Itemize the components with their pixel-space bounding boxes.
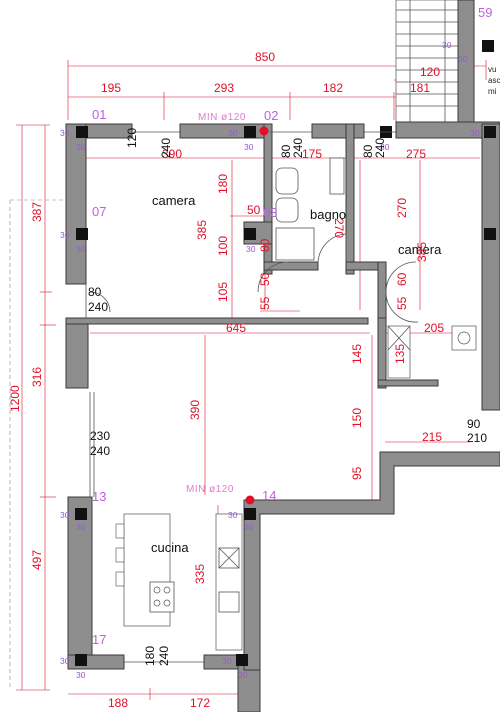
wall-tag: 30 [60, 128, 70, 138]
dim-645: 645 [226, 321, 246, 335]
pillar-02: 02 [264, 108, 278, 123]
min-diameter-label-mid: MIN ø120 [186, 484, 234, 495]
opening-4-height: 240 [88, 300, 108, 314]
dim-80: 80 [258, 238, 272, 252]
wall-tag: 30 [228, 510, 238, 520]
opening-6-width: 90 [467, 417, 481, 431]
dim-bottom-172: 172 [190, 696, 210, 710]
pillar-14: 14 [262, 488, 276, 503]
room-label-bagno: bagno [310, 207, 346, 222]
dim-390-mid: 390 [188, 400, 202, 420]
dim-270-right: 270 [395, 198, 409, 218]
wall-tag: 30 [238, 670, 248, 680]
opening-6-height: 210 [467, 431, 487, 445]
opening-3-width: 80 [361, 144, 375, 158]
dim-left-387: 387 [30, 202, 44, 222]
dim-top-181: 181 [410, 81, 430, 95]
opening-1-height: 240 [159, 138, 173, 158]
pillar-59: 59 [478, 5, 492, 20]
dim-50-upper: 50 [247, 203, 261, 217]
dim-top-195: 195 [101, 81, 121, 95]
room-label-cucina: cucina [151, 540, 189, 555]
walls [65, 121, 500, 712]
opening-1-width: 120 [125, 128, 139, 148]
dim-135: 135 [393, 344, 407, 364]
wall-tag: 30 [246, 244, 256, 254]
dim-175: 175 [302, 147, 322, 161]
dim-385-right: 385 [415, 242, 429, 262]
dim-top-293: 293 [214, 81, 234, 95]
dim-150: 150 [350, 408, 364, 428]
room-label-camera-right: camera [398, 242, 442, 257]
dim-105: 105 [216, 282, 230, 302]
stair-label-line3: mi [488, 87, 497, 96]
min-diameter-label-top: MIN ø120 [198, 112, 246, 123]
dim-205: 205 [424, 321, 444, 335]
opening-7-height: 240 [157, 646, 171, 666]
dim-55-left: 55 [258, 296, 272, 310]
wall-tag: 30 [60, 656, 70, 666]
wall-tag: 30 [60, 510, 70, 520]
stair-label-line2: asc [488, 76, 500, 85]
opening-3-height: 240 [373, 138, 387, 158]
dim-95: 95 [350, 466, 364, 480]
wall-thickness-tags: 30 30 30 30 30 30 30 30 30 30 30 30 30 3… [60, 40, 480, 680]
dim-215: 215 [422, 430, 442, 444]
wall-tag: 30 [380, 142, 390, 152]
wall-tag: 30 [244, 142, 254, 152]
wall-tag: 30 [76, 142, 86, 152]
pillar-01: 01 [92, 107, 106, 122]
dim-50-lower: 50 [258, 272, 272, 286]
opening-5-height: 240 [90, 444, 110, 458]
opening-2-height: 240 [291, 138, 305, 158]
room-label-camera-left: camera [152, 193, 196, 208]
dim-bottom-188: 188 [108, 696, 128, 710]
dim-55-right: 55 [395, 296, 409, 310]
dim-275: 275 [406, 147, 426, 161]
dim-390-top: 390 [162, 147, 182, 161]
drain-point-top [259, 126, 269, 136]
opening-4-width: 80 [88, 285, 102, 299]
pillar-13: 13 [92, 489, 106, 504]
wall-tag: 30 [76, 522, 86, 532]
wall-tag: 30 [458, 54, 468, 64]
wall-tag: 30 [60, 230, 70, 240]
wall-tag: 30 [244, 522, 254, 532]
wall-tag: 30 [470, 128, 480, 138]
opening-7-width: 180 [143, 646, 157, 666]
wall-tag: 30 [76, 244, 86, 254]
pillar-07: 07 [92, 204, 106, 219]
dim-60: 60 [395, 272, 409, 286]
wall-tag: 30 [228, 128, 238, 138]
opening-2-width: 80 [279, 144, 293, 158]
pillar-03: 03 [263, 205, 277, 220]
dim-top-120: 120 [420, 65, 440, 79]
dim-270-bath: 270 [332, 218, 346, 238]
dim-145: 145 [350, 344, 364, 364]
columns [75, 40, 496, 666]
pillar-17: 17 [92, 632, 106, 647]
opening-5-width: 230 [90, 429, 110, 443]
stair-label-line1: vu [488, 65, 496, 74]
dim-335: 335 [193, 564, 207, 584]
dim-100: 100 [216, 236, 230, 256]
dim-left-total: 1200 [8, 385, 22, 412]
drain-point-mid [245, 495, 255, 505]
dim-left-316: 316 [30, 367, 44, 387]
fixtures [85, 131, 477, 663]
dim-left-497: 497 [30, 550, 44, 570]
dim-385-left: 385 [195, 220, 209, 240]
dim-top-total: 850 [255, 50, 275, 64]
dim-top-182: 182 [323, 81, 343, 95]
wall-tag: 30 [76, 670, 86, 680]
dim-180: 180 [216, 174, 230, 194]
wall-tag: 30 [222, 656, 232, 666]
wall-tag: 30 [442, 40, 452, 50]
